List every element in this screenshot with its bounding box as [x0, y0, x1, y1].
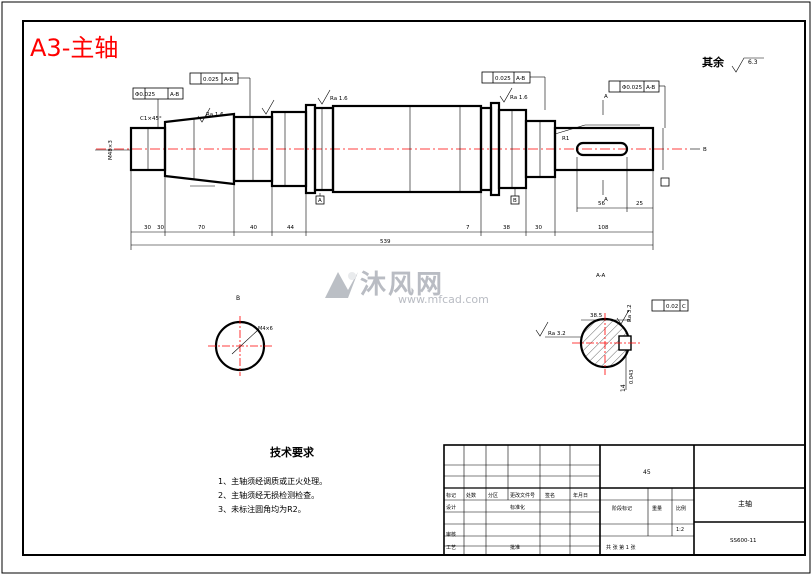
tb-row-label-4: 更改文件号 — [510, 492, 535, 499]
section-aa-label: A-A — [596, 273, 606, 279]
datum-b: B — [513, 198, 517, 204]
tb-standard: 标准化 — [510, 504, 525, 511]
tb-scale: 1:2 — [676, 527, 684, 533]
tb-sheets: 共 张 第 1 张 — [606, 544, 636, 551]
inner-frame — [22, 20, 806, 556]
tech-item-3: 3、未标注圆角均为R2。 — [218, 505, 306, 514]
tech-item-1: 1、主轴须经调质或正火处理。 — [218, 477, 328, 486]
section-aa-ra-2: Ra 3.2 — [627, 304, 633, 322]
title-block-texts: 标记 处数 分区 更改文件号 签名 年月日 设计 标准化 审核 工艺 批准 阶段… — [446, 469, 756, 551]
dimension-lines — [95, 100, 700, 250]
tol-conc-1: Φ0.025 — [135, 92, 156, 98]
tol-datum-4: A-B — [646, 85, 655, 91]
tb-part-name: 主轴 — [738, 499, 752, 508]
tb-approve: 批准 — [510, 544, 520, 551]
section-aa-datum: C — [682, 304, 686, 310]
tol-datum-3: A-B — [516, 76, 525, 82]
tb-review: 审核 — [446, 531, 456, 538]
drawing-title: A3-主轴 — [30, 34, 119, 62]
datum-a: A — [318, 198, 322, 204]
dimension-texts: 539 30 30 70 40 44 7 38 30 108 56 25 Φ0.… — [108, 76, 707, 245]
dim-seg-4: 40 — [250, 225, 257, 231]
view-b: B M4×6 — [208, 295, 273, 376]
section-aa: A-A 38.5 0.02 C Ra 3.2 Ra 3.2 14 0.043 — [535, 273, 689, 392]
tol-conc-2: Φ0.025 — [622, 85, 643, 91]
rest-roughness-value: 6.3 — [748, 59, 758, 66]
dim-seg-5: 44 — [287, 225, 294, 231]
section-aa-tol: 0.02 — [666, 304, 678, 310]
dim-seg-3: 70 — [198, 225, 205, 231]
section-a-bottom: A — [604, 197, 608, 203]
ra-1: Ra 1.6 — [206, 112, 224, 118]
dim-seg-6: 7 — [466, 225, 470, 231]
tb-row-label-5: 签名 — [545, 492, 555, 499]
tech-requirements-title: 技术要求 — [270, 446, 314, 459]
tb-stage-mark: 阶段标记 — [612, 505, 632, 512]
section-aa-ra: Ra 3.2 — [548, 331, 566, 337]
tb-weight: 重量 — [652, 505, 662, 512]
dim-seg-2: 30 — [157, 225, 164, 231]
chamfer-note: C1×45° — [140, 116, 162, 122]
thread-note: M48×3 — [108, 140, 114, 160]
tb-material: 45 — [643, 469, 651, 476]
tb-process: 工艺 — [446, 545, 456, 551]
ra-2: Ra 1.6 — [330, 96, 348, 102]
tol-runout-1: 0.025 — [203, 77, 219, 83]
dim-seg-8: 30 — [535, 225, 542, 231]
fillet-note: R1 — [562, 136, 569, 142]
rest-roughness-label: 其余 — [702, 56, 724, 69]
watermark-url: www.mfcad.com — [398, 293, 489, 306]
dim-seg-7: 38 — [503, 225, 510, 231]
section-aa-width: 38.5 — [590, 313, 603, 319]
dim-key-len: 56 — [598, 201, 605, 207]
view-b-arrow: B — [703, 147, 707, 153]
dim-total: 539 — [380, 239, 391, 245]
section-aa-keytol: 0.043 — [629, 370, 635, 384]
tb-ratio: 比例 — [676, 505, 686, 512]
ra-3: Ra 1.6 — [510, 95, 528, 101]
dim-key-pos: 25 — [636, 201, 643, 207]
tolerance-frames — [132, 71, 670, 205]
section-a-top: A — [604, 94, 608, 100]
tol-datum-1: A-B — [170, 92, 179, 98]
tb-row-label-1: 标记 — [446, 492, 456, 499]
watermark-logo — [325, 272, 358, 298]
tol-datum-2: A-B — [224, 77, 233, 83]
dim-seg-9: 108 — [598, 225, 609, 231]
tb-row-label-2: 处数 — [466, 492, 476, 499]
title-block — [443, 444, 806, 556]
tb-row-label-3: 分区 — [488, 492, 498, 499]
tb-row-label-6: 年月日 — [573, 492, 588, 499]
tb-drawing-no: SS600-11 — [730, 538, 756, 544]
dim-seg-1: 30 — [144, 225, 151, 231]
leader-lines — [157, 57, 764, 196]
watermark-brand: 沐风网 — [360, 270, 445, 300]
tb-design: 设计 — [446, 504, 456, 511]
tech-item-2: 2、主轴须经无损检测检查。 — [218, 491, 320, 500]
view-b-label: B — [236, 295, 240, 302]
section-aa-key: 14 — [620, 384, 627, 392]
tol-runout-2: 0.025 — [495, 76, 511, 82]
view-b-note: M4×6 — [258, 326, 273, 332]
